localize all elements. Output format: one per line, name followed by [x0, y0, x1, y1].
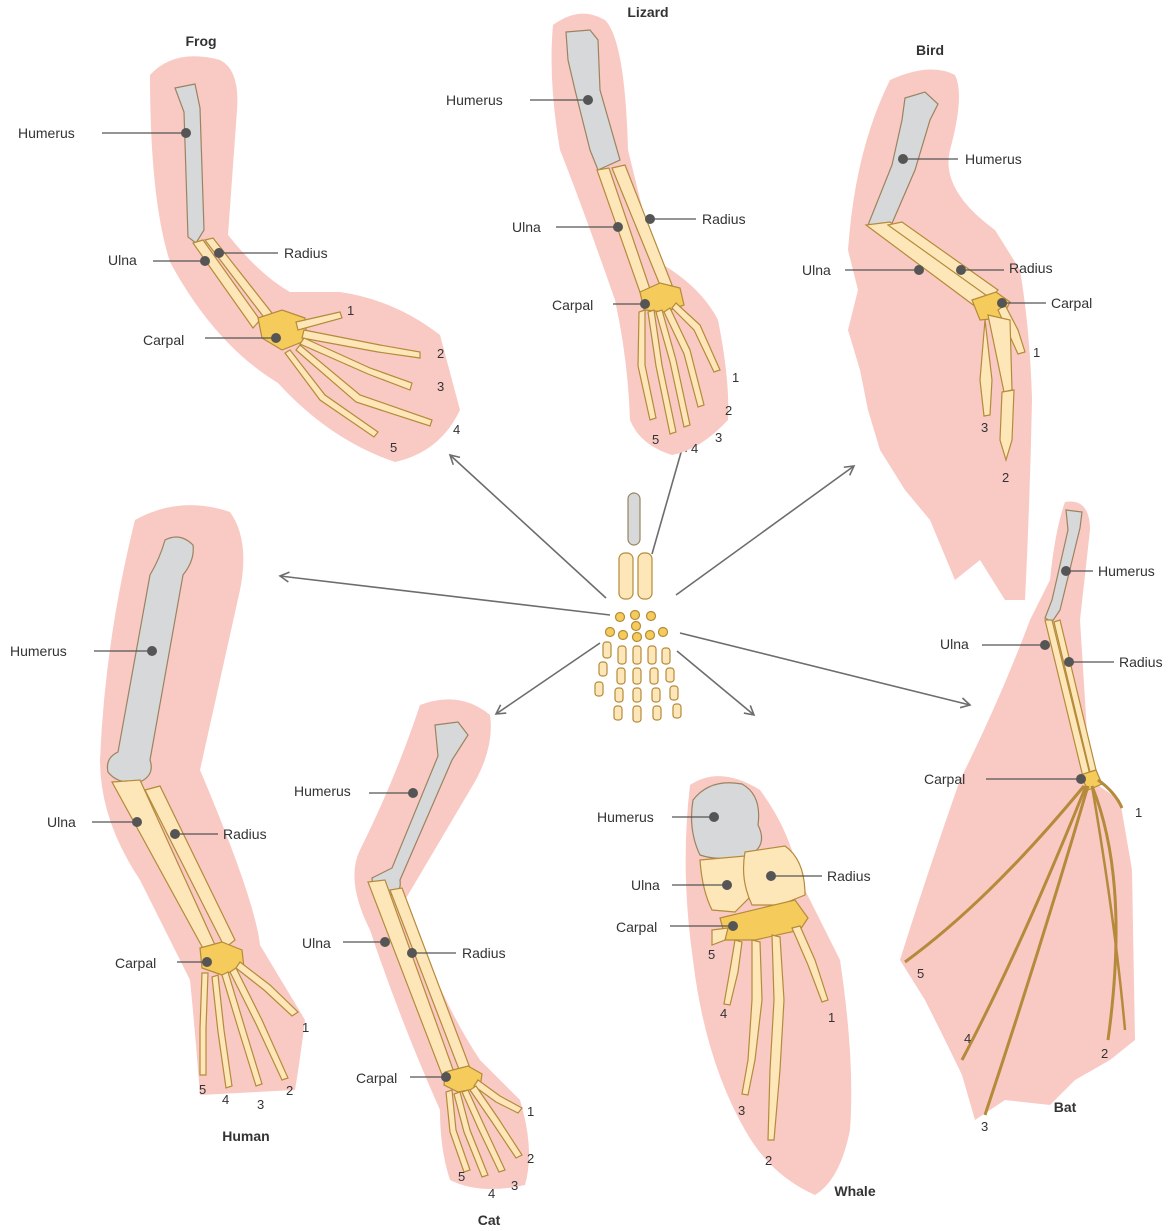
- ancestral-limb: [280, 442, 970, 722]
- bat-limb: Bat Humerus Ulna Radius Carpal 1 5 4 2 3: [900, 502, 1163, 1134]
- bird-humerus-label: Humerus: [965, 151, 1022, 167]
- frog-title: Frog: [185, 33, 216, 49]
- whale-radius-label: Radius: [827, 868, 871, 884]
- human-ulna-label: Ulna: [47, 814, 76, 830]
- bat-ulna-label: Ulna: [940, 636, 969, 652]
- lizard-digit-3: 3: [715, 430, 722, 445]
- frog-digit-2: 2: [437, 346, 444, 361]
- bird-ulna-label: Ulna: [802, 262, 831, 278]
- human-carpal-label: Carpal: [115, 955, 156, 971]
- human-digit-5: 5: [199, 1082, 206, 1097]
- whale-title: Whale: [834, 1183, 875, 1199]
- cat-carpal-label: Carpal: [356, 1070, 397, 1086]
- bat-digit-2: 2: [1101, 1046, 1108, 1061]
- lizard-digit-4: 4: [691, 441, 698, 456]
- lizard-limb: Lizard Humerus Ulna Radius Carpal 1 2 3 …: [446, 4, 746, 456]
- bat-title: Bat: [1054, 1099, 1077, 1115]
- human-digit-4: 4: [222, 1092, 229, 1107]
- frog-carpal-label: Carpal: [143, 332, 184, 348]
- ancestral-radius: [638, 553, 652, 599]
- bird-title: Bird: [916, 42, 944, 58]
- lizard-radius-label: Radius: [702, 211, 746, 227]
- ancestral-humerus: [628, 493, 640, 545]
- ancestral-digits: [595, 642, 681, 722]
- lizard-digit-2: 2: [725, 403, 732, 418]
- bird-digit-1: 1: [1033, 345, 1040, 360]
- cat-radius-label: Radius: [462, 945, 506, 961]
- cat-humerus-label: Humerus: [294, 783, 351, 799]
- cat-digit-2: 2: [527, 1151, 534, 1166]
- lizard-digit-5: 5: [652, 432, 659, 447]
- human-limb: Human Humerus Ulna Radius Carpal 1 2 3 4…: [10, 505, 309, 1144]
- frog-digit-3: 3: [437, 379, 444, 394]
- cat-ulna-label: Ulna: [302, 935, 331, 951]
- arrow-to-cat: [496, 643, 600, 714]
- bird-carpal-label: Carpal: [1051, 295, 1092, 311]
- bird-digit-2: 2: [1002, 470, 1009, 485]
- cat-limb: Cat Humerus Ulna Radius Carpal 1 2 3 4 5: [294, 699, 534, 1228]
- frog-ulna-label: Ulna: [108, 252, 137, 268]
- whale-carpal-label: Carpal: [616, 919, 657, 935]
- whale-digit-3: 3: [738, 1103, 745, 1118]
- arrow-to-bird: [676, 466, 854, 595]
- ancestral-ulna: [619, 553, 633, 599]
- human-digit-3: 3: [257, 1097, 264, 1112]
- arrow-to-human: [280, 576, 610, 615]
- human-digit-2: 2: [286, 1083, 293, 1098]
- frog-digit-4: 4: [453, 422, 460, 437]
- ancestral-carpals: [606, 611, 668, 642]
- whale-digit-2: 2: [765, 1153, 772, 1168]
- cat-digit-3: 3: [511, 1178, 518, 1193]
- whale-ulna-label: Ulna: [631, 877, 660, 893]
- bat-digit-4: 4: [964, 1031, 971, 1046]
- bat-radius-label: Radius: [1119, 654, 1163, 670]
- bird-digit-3: 3: [981, 420, 988, 435]
- arrow-to-whale: [677, 651, 754, 715]
- whale-limb: Whale Humerus Ulna Radius Carpal 5 4 1 3…: [597, 776, 876, 1199]
- cat-digit-1: 1: [527, 1104, 534, 1119]
- lizard-digit-1: 1: [732, 370, 739, 385]
- arrow-to-lizard: [652, 442, 684, 554]
- frog-radius-label: Radius: [284, 245, 328, 261]
- frog-limb: Frog Humerus Ulna Radius Carpal 1 2 3 4 …: [18, 33, 460, 462]
- human-radius-label: Radius: [223, 826, 267, 842]
- bird-radius-label: Radius: [1009, 260, 1053, 276]
- whale-humerus: [692, 783, 762, 859]
- cat-digit-5: 5: [458, 1169, 465, 1184]
- bat-digit-3: 3: [981, 1119, 988, 1134]
- whale-digit-5: 5: [708, 947, 715, 962]
- arrow-to-frog: [450, 455, 606, 598]
- bat-digit-5: 5: [917, 966, 924, 981]
- lizard-title: Lizard: [627, 4, 668, 20]
- arrow-to-bat: [680, 633, 970, 705]
- cat-ulna: [368, 880, 455, 1080]
- human-humerus-label: Humerus: [10, 643, 67, 659]
- human-title: Human: [222, 1128, 269, 1144]
- bat-humerus-label: Humerus: [1098, 563, 1155, 579]
- human-digit-1: 1: [302, 1020, 309, 1035]
- bat-carpal-label: Carpal: [924, 771, 965, 787]
- frog-digit-1: 1: [347, 303, 354, 318]
- frog-digit-5: 5: [390, 440, 397, 455]
- lizard-ulna-label: Ulna: [512, 219, 541, 235]
- whale-digit-1: 1: [828, 1010, 835, 1025]
- lizard-humerus-label: Humerus: [446, 92, 503, 108]
- cat-digit-4: 4: [488, 1186, 495, 1201]
- bird-limb: Bird Humerus Ulna Radius Carpal 1 3 2: [802, 42, 1092, 600]
- whale-digit-4: 4: [720, 1006, 727, 1021]
- lizard-carpal-label: Carpal: [552, 297, 593, 313]
- cat-title: Cat: [478, 1212, 501, 1228]
- whale-humerus-label: Humerus: [597, 809, 654, 825]
- bat-digit-1: 1: [1135, 805, 1142, 820]
- frog-humerus-label: Humerus: [18, 125, 75, 141]
